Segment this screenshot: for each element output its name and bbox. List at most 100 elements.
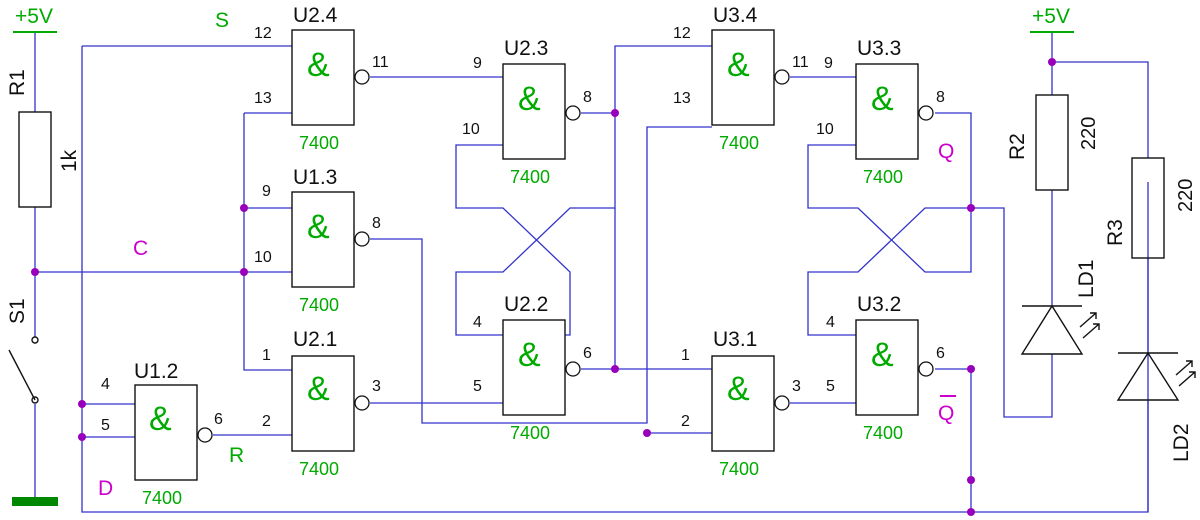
gate-u3-3-chip: 7400 xyxy=(863,167,903,187)
junction-vcc-right xyxy=(1048,58,1056,66)
power-symbols: +5V +5V xyxy=(12,5,1074,506)
gate-u2-2-pin-out: 6 xyxy=(583,345,592,362)
gate-u3-1: & U3.1 7400 1 2 3 xyxy=(681,328,801,479)
junction-c-bus xyxy=(240,268,248,276)
gate-u3-2-pin-out: 6 xyxy=(936,345,945,362)
s1-top-contact xyxy=(31,336,39,344)
gate-u2-2-ref: U2.2 xyxy=(504,293,548,316)
signal-d-label: D xyxy=(98,477,113,500)
s1-lever xyxy=(8,349,36,401)
r2-ref: R2 xyxy=(1006,133,1029,160)
gate-u1-2-body xyxy=(134,384,198,481)
signal-labels: S C R D Q Q xyxy=(98,9,956,500)
gate-u2-4-pin-b: 13 xyxy=(254,90,272,107)
junction-u13-in-a xyxy=(240,204,248,212)
gate-u3-3-body xyxy=(855,63,919,160)
r1: R1 1k xyxy=(6,69,81,208)
gate-u3-1-pin-out: 3 xyxy=(792,378,801,395)
junction-u12-in-a xyxy=(78,400,86,408)
wire-latch2-b xyxy=(807,207,971,336)
gate-u3-2-bubble xyxy=(918,361,934,377)
gate-u3-1-body xyxy=(711,355,775,452)
s1-bottom-contact xyxy=(31,396,39,404)
gate-u3-4-pin-b: 13 xyxy=(673,90,691,107)
r3: R3 220 xyxy=(1104,157,1197,259)
ld2-ref: LD2 xyxy=(1170,423,1193,462)
junction-u31-in-b xyxy=(643,429,651,437)
gate-u2-4-pin-out: 11 xyxy=(372,54,389,71)
gate-u2-1-symbol: & xyxy=(307,370,330,408)
gate-u2-3-ref: U2.3 xyxy=(504,37,548,60)
gate-u2-2-body xyxy=(502,319,566,416)
r1-body xyxy=(18,111,52,208)
gate-u2-4-chip: 7400 xyxy=(299,133,339,153)
signal-q-label: Q xyxy=(938,140,954,163)
gate-u1-3-pin-out: 8 xyxy=(372,215,381,232)
gate-u1-2-bubble xyxy=(197,427,213,443)
gate-u2-2-bubble xyxy=(565,361,581,377)
junction-c-left xyxy=(31,268,39,276)
gate-u2-4-ref: U2.4 xyxy=(293,4,338,27)
r3-value: 220 xyxy=(1175,179,1197,212)
gate-u1-3: & U1.3 7400 9 10 8 xyxy=(254,166,381,315)
r3-body xyxy=(1131,157,1165,259)
gate-u2-1-bubble xyxy=(354,395,370,411)
wire-c-bus xyxy=(243,112,292,371)
r2-value: 220 xyxy=(1078,117,1100,150)
r1-value: 1k xyxy=(58,149,81,172)
r1-ref: R1 xyxy=(6,69,29,96)
junction-u12-in-b xyxy=(78,433,86,441)
gate-u2-1-ref: U2.1 xyxy=(293,328,337,351)
gate-u3-1-pin-b: 2 xyxy=(681,413,690,430)
gate-u2-2-chip: 7400 xyxy=(510,423,550,443)
gate-u3-3-pin-a: 9 xyxy=(824,55,833,72)
gate-u1-3-ref: U1.3 xyxy=(293,166,337,189)
gate-u1-3-chip: 7400 xyxy=(299,295,339,315)
gate-u1-3-symbol: & xyxy=(307,208,330,246)
gate-u1-2-pin-b: 5 xyxy=(101,417,110,434)
gate-u2-3-pin-b: 10 xyxy=(462,121,480,138)
gate-u2-3-bubble xyxy=(565,105,581,121)
r3-ref: R3 xyxy=(1104,219,1127,246)
gate-u2-2-pin-a: 4 xyxy=(473,314,482,331)
gate-u3-1-symbol: & xyxy=(727,370,750,408)
gate-u3-4-pin-out: 11 xyxy=(792,54,809,71)
signal-qbar-label: Q xyxy=(938,402,954,425)
gate-u2-2: & U2.2 7400 4 5 6 xyxy=(473,293,592,443)
junctions xyxy=(31,58,1056,516)
gate-u1-2-pin-out: 6 xyxy=(214,411,223,428)
signal-s-label: S xyxy=(215,9,229,32)
wire-q-out xyxy=(935,112,1053,418)
gate-u3-4-pin-a: 12 xyxy=(673,25,691,42)
gate-u3-2-symbol: & xyxy=(871,336,894,374)
vcc-label-left: +5V xyxy=(15,5,53,28)
ld2-triangle xyxy=(1116,351,1180,401)
gate-u1-3-pin-b: 10 xyxy=(254,249,272,266)
gate-u3-2-ref: U3.2 xyxy=(857,293,901,316)
gate-u3-1-bubble xyxy=(774,395,790,411)
gate-u2-4-bubble xyxy=(354,69,370,85)
junction-u23-out xyxy=(611,109,619,117)
gate-u2-3-body xyxy=(502,63,566,160)
signal-c-label: C xyxy=(133,237,148,260)
gate-u2-1-pin-a: 1 xyxy=(262,347,271,364)
ld2-arrows xyxy=(1175,360,1196,387)
gate-u2-3-chip: 7400 xyxy=(510,167,550,187)
gate-u2-3: & U2.3 7400 9 10 8 xyxy=(462,37,592,187)
gate-u2-2-pin-b: 5 xyxy=(473,378,482,395)
junction-bottom-rail xyxy=(967,508,975,516)
ld1-ref: LD1 xyxy=(1075,259,1098,298)
gate-u3-3: & U3.3 7400 9 10 8 xyxy=(816,37,945,187)
junction-q xyxy=(967,204,975,212)
gate-u3-2-pin-a: 4 xyxy=(826,314,835,331)
r2-body xyxy=(1035,94,1069,191)
gate-u2-4: & U2.4 7400 12 13 11 xyxy=(254,4,389,153)
ld1-arrows xyxy=(1079,312,1100,339)
wire-u23-in-b xyxy=(455,144,571,336)
wire-vcc-r3 xyxy=(1052,61,1149,158)
gate-u3-4-body xyxy=(711,29,775,126)
junction-qbar-bottom xyxy=(967,476,975,484)
gate-u3-3-bubble xyxy=(918,105,934,121)
gate-u1-2: & U1.2 7400 4 5 6 xyxy=(101,360,223,508)
